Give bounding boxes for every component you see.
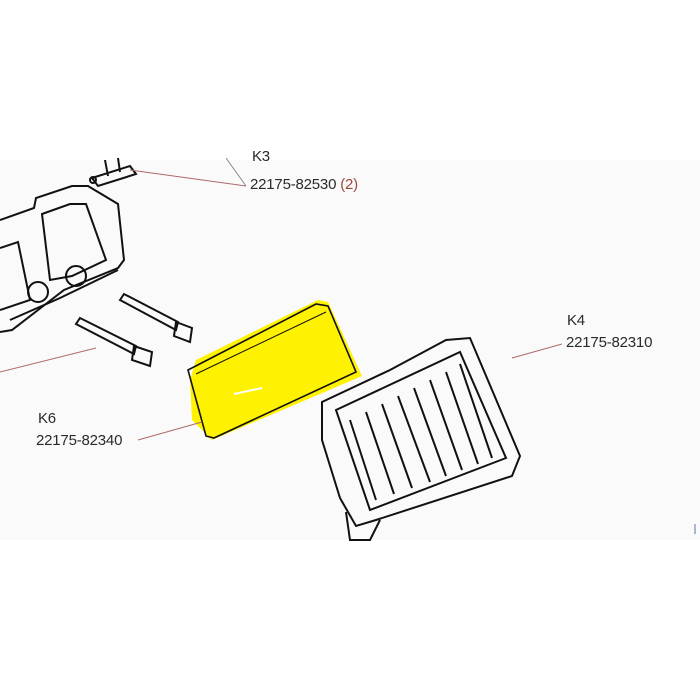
part-number: 22175-82530 — [250, 176, 337, 193]
callout-k4-ref: K4 — [567, 312, 585, 329]
leader-lines — [0, 157, 563, 441]
callout-k6-ref: K6 — [38, 410, 56, 427]
filter-element — [187, 300, 362, 440]
holder-plate — [0, 185, 126, 333]
callout-k4-part-number: 22175-82310 — [566, 334, 653, 351]
clip-part — [89, 157, 138, 188]
quantity: (2) — [340, 176, 358, 193]
callout-k6-part-number: 22175-82340 — [36, 432, 123, 449]
bolts — [74, 292, 194, 368]
air-cleaner-cover — [321, 336, 522, 541]
callout-k3-ref: K3 — [252, 148, 270, 162]
edge-mark — [694, 524, 696, 534]
callout-k3-part-number: 22175-82530 (2) — [250, 176, 358, 194]
